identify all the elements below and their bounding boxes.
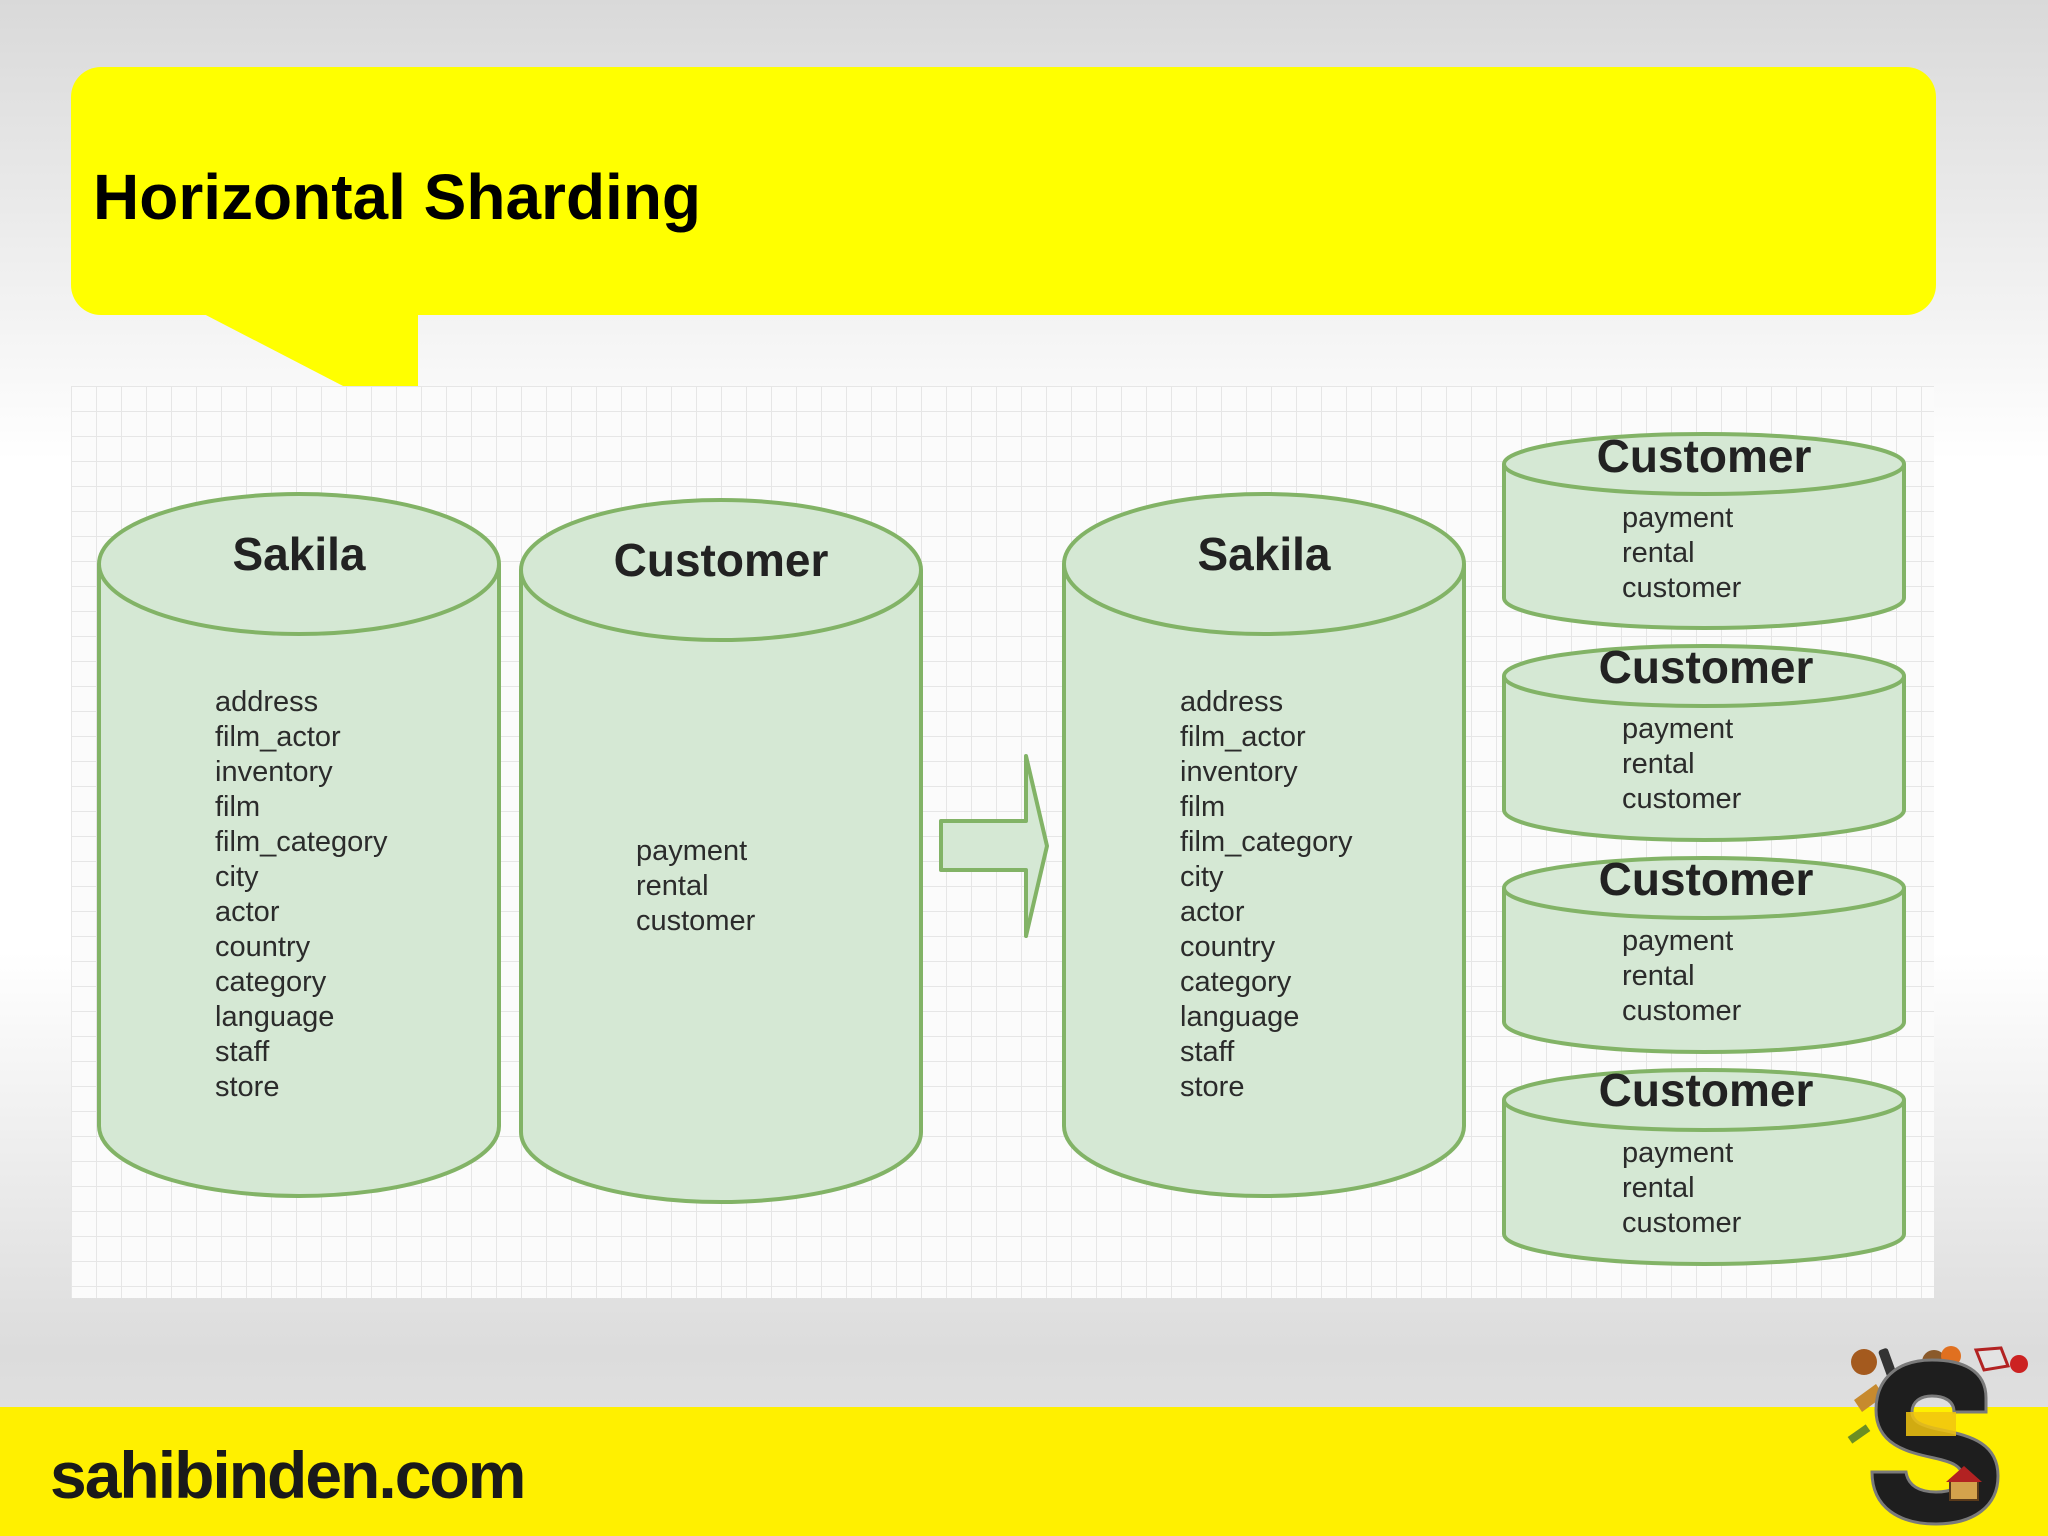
brand-wordmark: sahibinden.com [50, 1438, 526, 1512]
table-item: store [1180, 1071, 1244, 1103]
db-title: Customer [614, 534, 829, 586]
table-item: payment [636, 835, 747, 867]
table-item: customer [1622, 1207, 1742, 1239]
table-item: film [1180, 791, 1225, 823]
table-item: actor [215, 896, 280, 928]
table-item: rental [1622, 748, 1695, 780]
table-item: language [1180, 1001, 1299, 1033]
db-title: Customer [1599, 1064, 1814, 1116]
table-item: staff [1180, 1036, 1235, 1068]
table-item: store [215, 1071, 279, 1103]
table-item: customer [636, 905, 756, 937]
db-title: Customer [1599, 641, 1814, 693]
table-item: payment [1622, 713, 1733, 745]
db-title: Sakila [1198, 528, 1331, 580]
db-cylinder-customer-before: Customer payment rental customer [519, 498, 923, 1204]
db-title: Sakila [233, 528, 366, 580]
table-item: city [215, 861, 259, 893]
table-item: country [215, 931, 311, 963]
table-item: category [1180, 966, 1292, 998]
table-list: address film_actor inventory film film_c… [1180, 686, 1353, 1103]
table-item: payment [1622, 1137, 1733, 1169]
transform-arrow-icon [939, 754, 1049, 938]
title-banner [71, 67, 1936, 315]
table-item: address [215, 686, 318, 718]
table-item: language [215, 1001, 334, 1033]
sharding-diagram: Sakila address film_actor inventory film… [97, 430, 1906, 1266]
table-item: customer [1622, 572, 1742, 604]
diagram-panel: Sakila address film_actor inventory film… [71, 386, 1934, 1298]
title-callout-tail [200, 312, 418, 387]
table-list: payment rental customer [636, 835, 756, 937]
db-shard-customer-2: Customer payment rental customer [1502, 641, 1906, 842]
table-item: rental [636, 870, 709, 902]
table-item: inventory [1180, 756, 1298, 788]
table-item: film_actor [1180, 721, 1306, 753]
table-list: address film_actor inventory film film_c… [215, 686, 388, 1103]
table-item: category [215, 966, 327, 998]
table-item: customer [1622, 995, 1742, 1027]
db-cylinder-sakila-after: Sakila address film_actor inventory film… [1062, 492, 1466, 1198]
table-item: payment [1622, 925, 1733, 957]
db-shard-customer-4: Customer payment rental customer [1502, 1064, 1906, 1266]
table-item: address [1180, 686, 1283, 718]
slide-title: Horizontal Sharding [93, 161, 701, 233]
db-cylinder-sakila-before: Sakila address film_actor inventory film… [97, 492, 501, 1198]
table-item: rental [1622, 537, 1695, 569]
table-item: inventory [215, 756, 333, 788]
table-item: country [1180, 931, 1276, 963]
db-title: Customer [1599, 853, 1814, 905]
table-item: film_actor [215, 721, 341, 753]
table-item: rental [1622, 1172, 1695, 1204]
table-item: staff [215, 1036, 270, 1068]
db-shard-customer-3: Customer payment rental customer [1502, 853, 1906, 1054]
table-item: payment [1622, 502, 1733, 534]
table-item: actor [1180, 896, 1245, 928]
table-item: film_category [215, 826, 388, 858]
table-item: rental [1622, 960, 1695, 992]
table-item: film [215, 791, 260, 823]
table-item: city [1180, 861, 1224, 893]
db-shard-customer-1: Customer payment rental customer [1502, 430, 1906, 630]
db-title: Customer [1597, 430, 1812, 482]
table-item: customer [1622, 783, 1742, 815]
table-item: film_category [1180, 826, 1353, 858]
footer-bar [0, 1407, 2048, 1536]
sahibinden-s-logo-icon [1847, 1346, 2028, 1526]
